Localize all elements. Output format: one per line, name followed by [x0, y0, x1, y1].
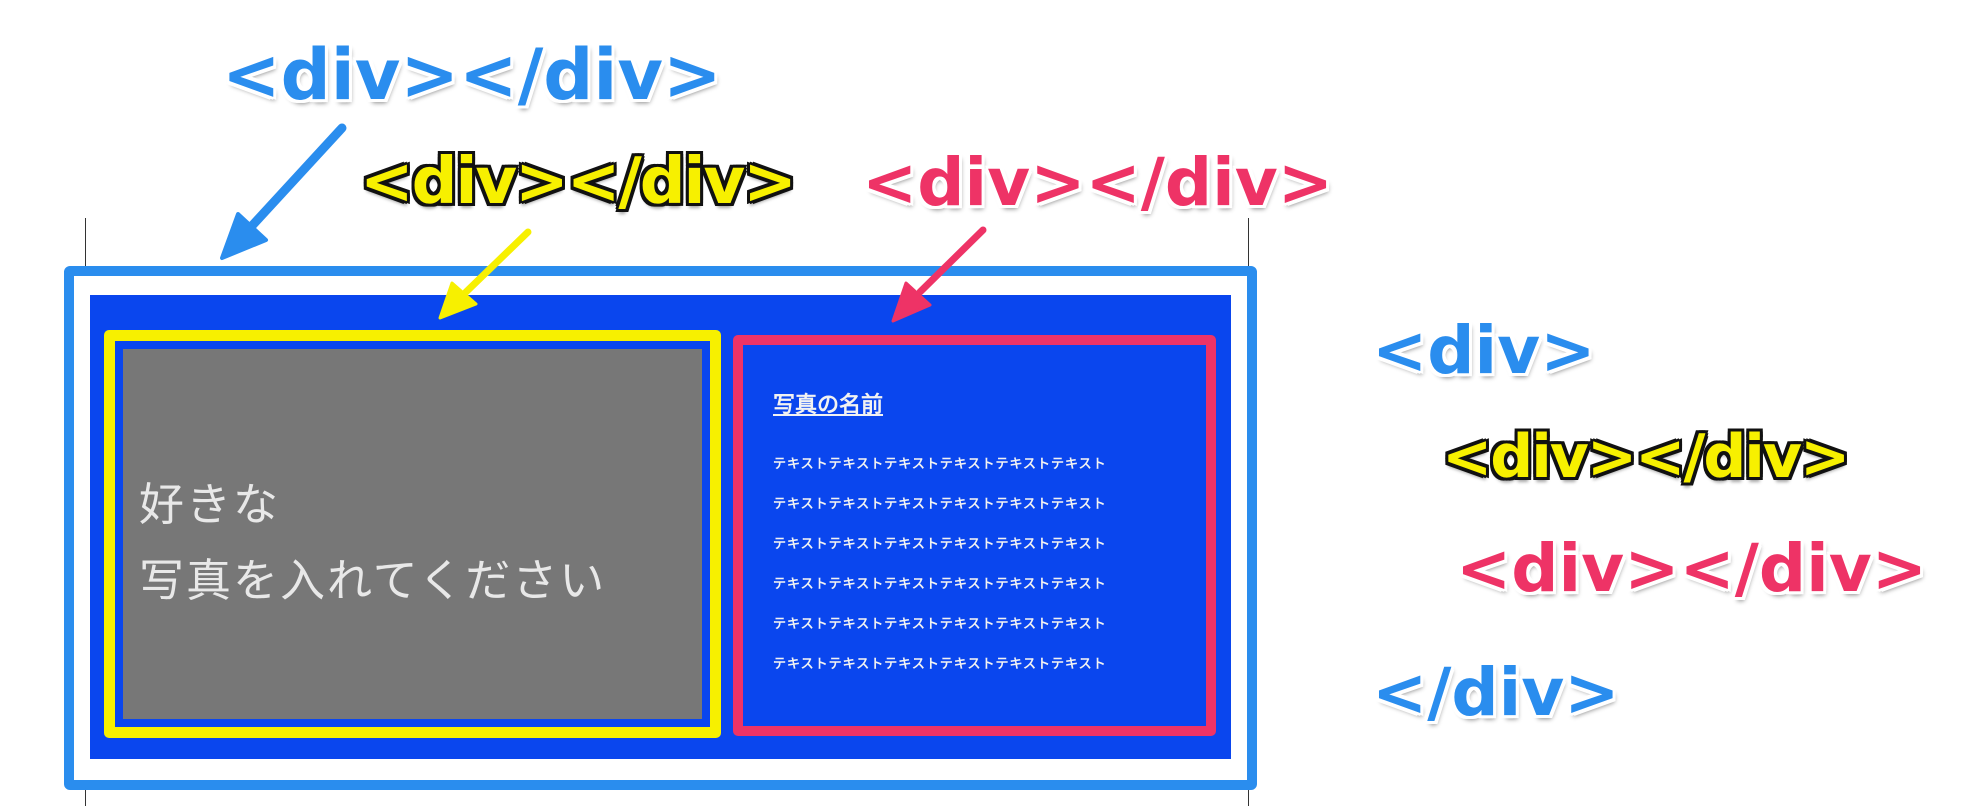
text-line: テキストテキストテキストテキストテキストテキスト [773, 457, 1107, 472]
code-close-outer: </div> [1372, 654, 1620, 731]
text-line: テキストテキストテキストテキストテキストテキスト [773, 537, 1107, 552]
pink-div-label: <div></div> [862, 144, 1334, 221]
pink-div-box: 写真の名前 テキストテキストテキストテキストテキストテキスト テキストテキストテ… [733, 335, 1216, 736]
text-line: テキストテキストテキストテキストテキストテキスト [773, 617, 1107, 632]
outer-div-label: <div></div> [222, 34, 722, 116]
photo-placeholder: 好きな 写真を入れてください [123, 349, 702, 719]
text-line: テキストテキストテキストテキストテキストテキスト [773, 657, 1107, 672]
text-lines: テキストテキストテキストテキストテキストテキスト テキストテキストテキストテキス… [773, 445, 1107, 685]
text-line: テキストテキストテキストテキストテキストテキスト [773, 577, 1107, 592]
code-pink-child: <div></div> [1456, 530, 1928, 607]
code-open-outer: <div> [1372, 312, 1596, 389]
yellow-div-label: <div></div> [360, 145, 797, 219]
yellow-div-box: 好きな 写真を入れてください [104, 330, 721, 738]
photo-placeholder-text: 好きな 写真を入れてください [139, 467, 606, 619]
code-yellow-child: <div></div> [1442, 422, 1850, 492]
photo-text-line-1: 好きな [139, 478, 281, 531]
blue-arrow-icon [220, 123, 347, 260]
photo-name-title: 写真の名前 [773, 393, 884, 418]
text-line: テキストテキストテキストテキストテキストテキスト [773, 497, 1107, 512]
photo-text-line-2: 写真を入れてください [139, 554, 607, 607]
